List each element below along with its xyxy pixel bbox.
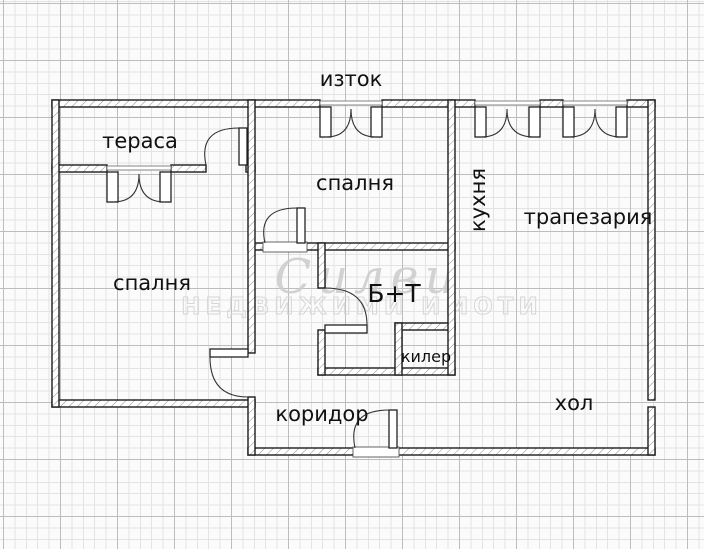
door-swing-arc [138, 173, 166, 203]
window-leaf [370, 106, 383, 138]
room-label-terrace: тераса [102, 129, 178, 153]
door-leaf [388, 409, 398, 449]
wall-segment [647, 406, 656, 456]
entrance-door [352, 409, 400, 458]
room-label-bedroom-left: спалня [113, 271, 191, 295]
window-swing-arc [350, 108, 377, 138]
wall-segment [317, 367, 456, 376]
wall-segment [396, 447, 656, 456]
door-sill [106, 165, 172, 171]
wall-segment [170, 164, 207, 173]
dining-window [562, 100, 628, 138]
wall-segment [51, 99, 60, 408]
watermark: Силви НЕДВИЖИМИ ИМОТИ [181, 249, 542, 321]
window-swing-arc [594, 108, 622, 138]
wall-segment [304, 242, 456, 251]
window-leaf [615, 106, 628, 138]
door-threshold [352, 446, 400, 458]
door-leaf [209, 348, 249, 358]
wall-segment [317, 242, 326, 289]
wall-segment [51, 164, 108, 173]
watermark-tagline-text: НЕДВИЖИМИ ИМОТИ [181, 294, 542, 320]
bathroom-door [324, 287, 368, 334]
wall-segment [394, 322, 456, 331]
wall-segment [247, 396, 256, 456]
door-leaf [296, 207, 306, 244]
room-label-pantry: килер [401, 347, 451, 366]
door-swing-arc [263, 207, 298, 244]
east-label: изток [320, 67, 383, 91]
door-leaf [238, 127, 248, 166]
wall-segment [647, 99, 656, 401]
window-sill [562, 100, 628, 106]
bedroom-middle-door [262, 207, 308, 253]
kitchen-window [474, 100, 541, 138]
window-sill [474, 100, 541, 106]
window-swing-arc [506, 108, 535, 138]
door-leaf [106, 171, 119, 203]
room-label-dining: трапезария [524, 205, 653, 229]
room-label-bathroom: Б+Т [367, 279, 421, 308]
wall-segment [247, 447, 356, 456]
wall-segment [247, 99, 256, 354]
wall-segment [381, 99, 476, 108]
bedroom-left-door [209, 348, 249, 398]
window-leaf [319, 106, 332, 138]
door-leaf [159, 171, 172, 203]
room-label-corridor: коридор [275, 402, 368, 426]
window-sill [319, 100, 383, 106]
door-swing-arc [204, 127, 240, 166]
bedroom-middle-window [319, 100, 383, 138]
door-threshold [262, 241, 308, 253]
window-leaf [474, 106, 487, 138]
wall-segment [539, 99, 564, 108]
wall-segment [51, 399, 256, 408]
room-label-bedroom-middle: спалня [316, 171, 394, 195]
wall-segment [447, 99, 456, 376]
room-label-kitchen: кухня [466, 168, 490, 232]
wall-segment [394, 322, 403, 376]
walls [51, 99, 656, 456]
terrace-door [204, 127, 248, 166]
door-swing-arc [209, 356, 249, 398]
wall-segment [51, 99, 321, 108]
door-swing-arc [324, 287, 368, 326]
door-swing-arc [353, 409, 390, 449]
terrace-french-door [106, 165, 172, 203]
window-leaf [528, 106, 541, 138]
watermark-script-text: Силви [274, 249, 461, 305]
room-label-hall: хол [555, 391, 594, 415]
window-leaf [562, 106, 575, 138]
wall-segment [317, 329, 326, 376]
door-leaf [324, 324, 368, 334]
